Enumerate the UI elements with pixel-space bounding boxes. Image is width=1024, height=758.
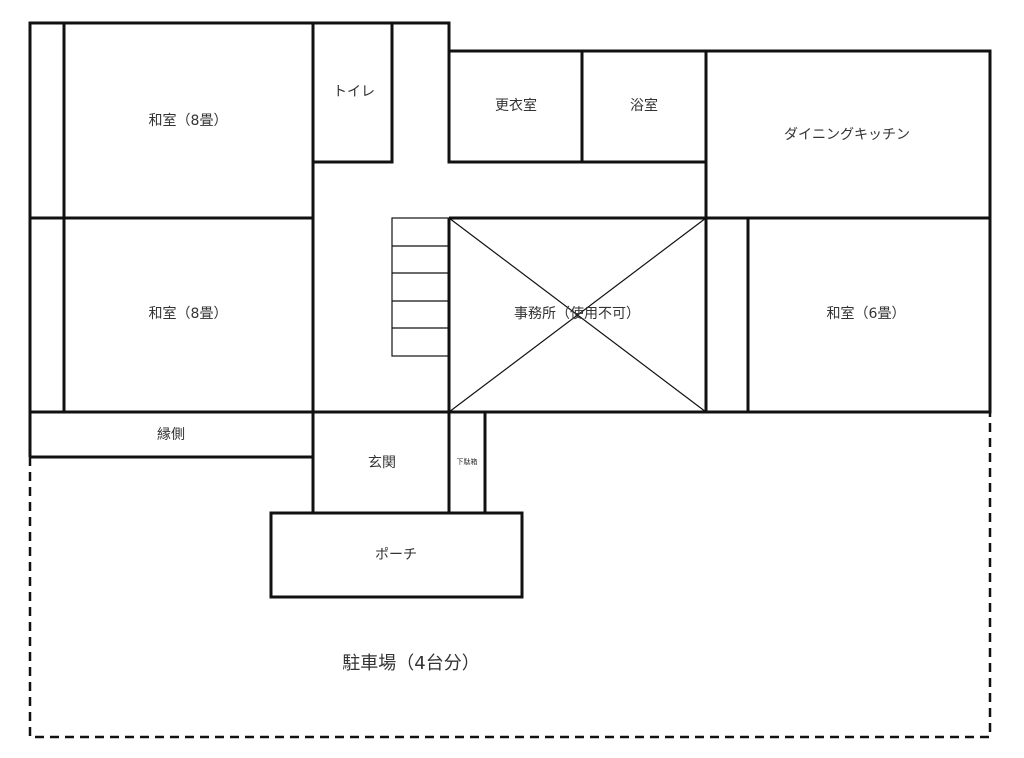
room-label: 駐車場（4台分） xyxy=(342,653,479,674)
stairs xyxy=(391,217,450,357)
office-cross xyxy=(448,217,707,413)
room-label: ポーチ xyxy=(375,547,417,563)
room-label: 浴室 xyxy=(630,97,658,114)
outer-wall xyxy=(28,21,992,457)
room-label: トイレ xyxy=(333,84,375,100)
room-label: 縁側 xyxy=(157,427,185,443)
parking-boundary xyxy=(28,412,992,739)
room-label: 和室（8畳） xyxy=(149,305,228,322)
room-label: ダイニングキッチン xyxy=(784,127,910,143)
room-label: 和室（6畳） xyxy=(827,305,906,322)
toilet-wall xyxy=(313,23,394,164)
room-label: 下駄箱 xyxy=(457,457,478,466)
porch xyxy=(269,511,524,599)
room-label: 更衣室 xyxy=(495,97,537,114)
room-label: 事務所（使用不可） xyxy=(514,305,640,322)
room-label: 和室（8畳） xyxy=(149,112,228,129)
wall xyxy=(447,51,706,164)
room-label: 玄関 xyxy=(368,454,396,471)
